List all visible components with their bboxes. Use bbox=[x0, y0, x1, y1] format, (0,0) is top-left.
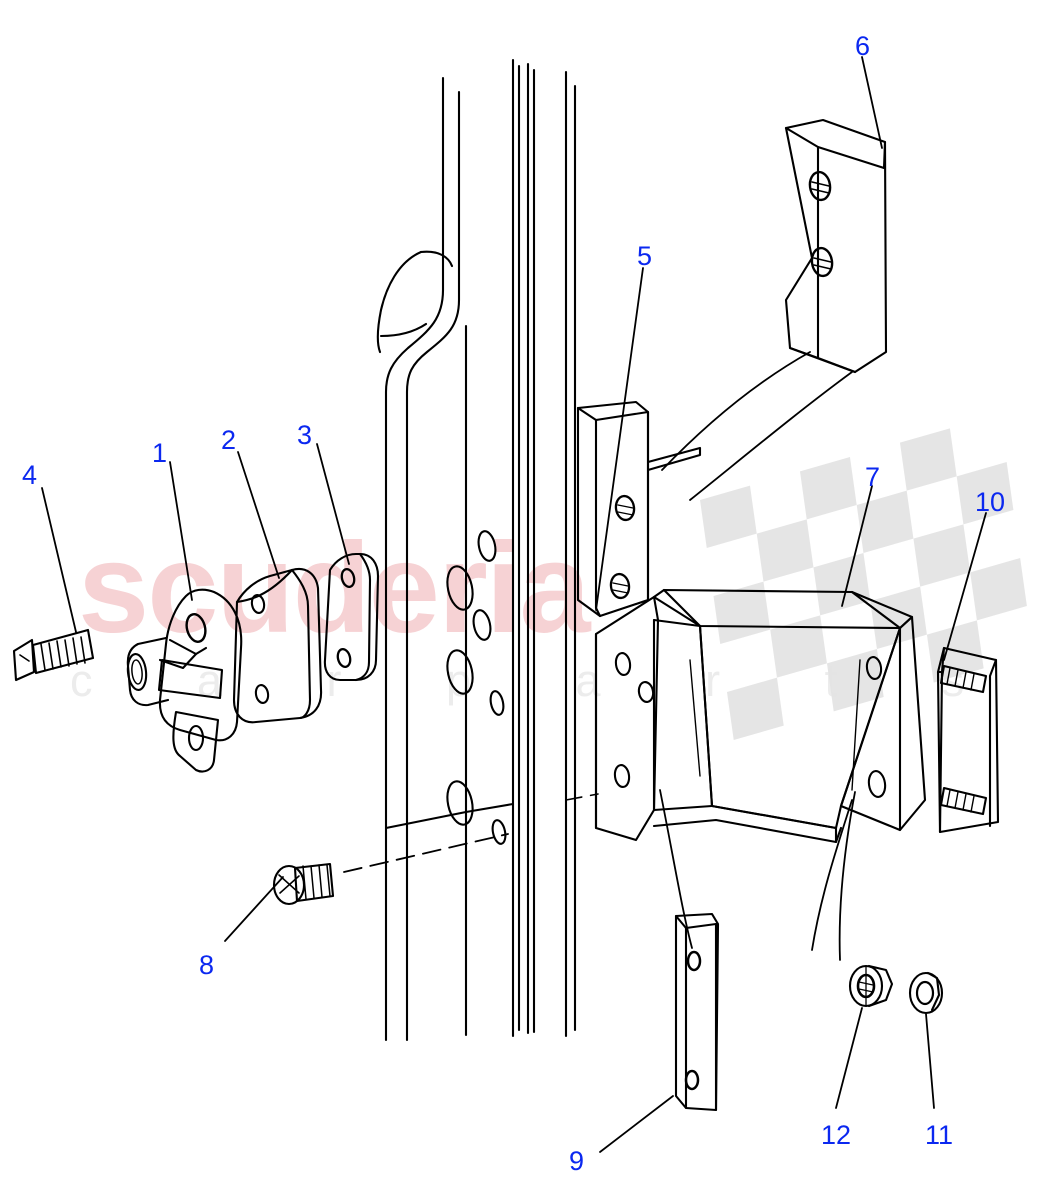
part-8-pan-head-screw bbox=[272, 862, 335, 906]
callout-10[interactable]: 10 bbox=[975, 487, 1006, 517]
leader-1 bbox=[169, 461, 193, 601]
checkered-flag-watermark bbox=[700, 428, 1027, 740]
mounting-screws bbox=[939, 664, 988, 816]
leader-4 bbox=[41, 487, 77, 633]
callout-7[interactable]: 7 bbox=[865, 462, 881, 492]
part-3-striker-shim-plate bbox=[323, 552, 380, 682]
leader-lines bbox=[41, 56, 987, 1153]
leader-12 bbox=[835, 1007, 863, 1109]
part-9-backing-strip bbox=[674, 912, 720, 1112]
callout-12[interactable]: 12 bbox=[821, 1120, 852, 1150]
callout-4[interactable]: 4 bbox=[22, 460, 38, 490]
leader-2 bbox=[237, 451, 280, 579]
part-4-screw-long bbox=[12, 628, 95, 682]
callout-8[interactable]: 8 bbox=[199, 950, 215, 980]
callout-6[interactable]: 6 bbox=[855, 31, 871, 61]
body-pillar bbox=[376, 58, 577, 1042]
part-11-plain-washer bbox=[908, 971, 944, 1015]
leader-6 bbox=[861, 56, 883, 149]
part-1-door-striker bbox=[126, 588, 243, 773]
callout-3[interactable]: 3 bbox=[297, 420, 313, 450]
leader-5 bbox=[595, 267, 644, 611]
callout-11[interactable]: 11 bbox=[925, 1120, 954, 1150]
leader-9 bbox=[599, 1095, 674, 1153]
callout-9[interactable]: 9 bbox=[569, 1146, 585, 1176]
part-2-striker-spacer-block bbox=[232, 568, 323, 724]
part-6-reinforcement-plate bbox=[661, 118, 888, 501]
part-10-side-mounting-plate bbox=[936, 646, 1000, 834]
leader-7 bbox=[841, 485, 873, 607]
part-12-hex-nut bbox=[848, 964, 894, 1008]
callout-2[interactable]: 2 bbox=[221, 425, 237, 455]
part-7-check-bracket bbox=[594, 588, 927, 961]
leader-8 bbox=[224, 876, 284, 942]
callout-5[interactable]: 5 bbox=[637, 241, 653, 271]
leader-3 bbox=[316, 443, 350, 565]
part-5-upper-mounting-plate bbox=[576, 400, 702, 618]
assembly-line-8 bbox=[343, 833, 509, 873]
callout-1[interactable]: 1 bbox=[152, 438, 168, 468]
leader-10 bbox=[943, 512, 987, 661]
assembly-line-7 bbox=[565, 793, 599, 801]
leader-11 bbox=[925, 1013, 935, 1109]
pillar-holes bbox=[446, 530, 507, 845]
